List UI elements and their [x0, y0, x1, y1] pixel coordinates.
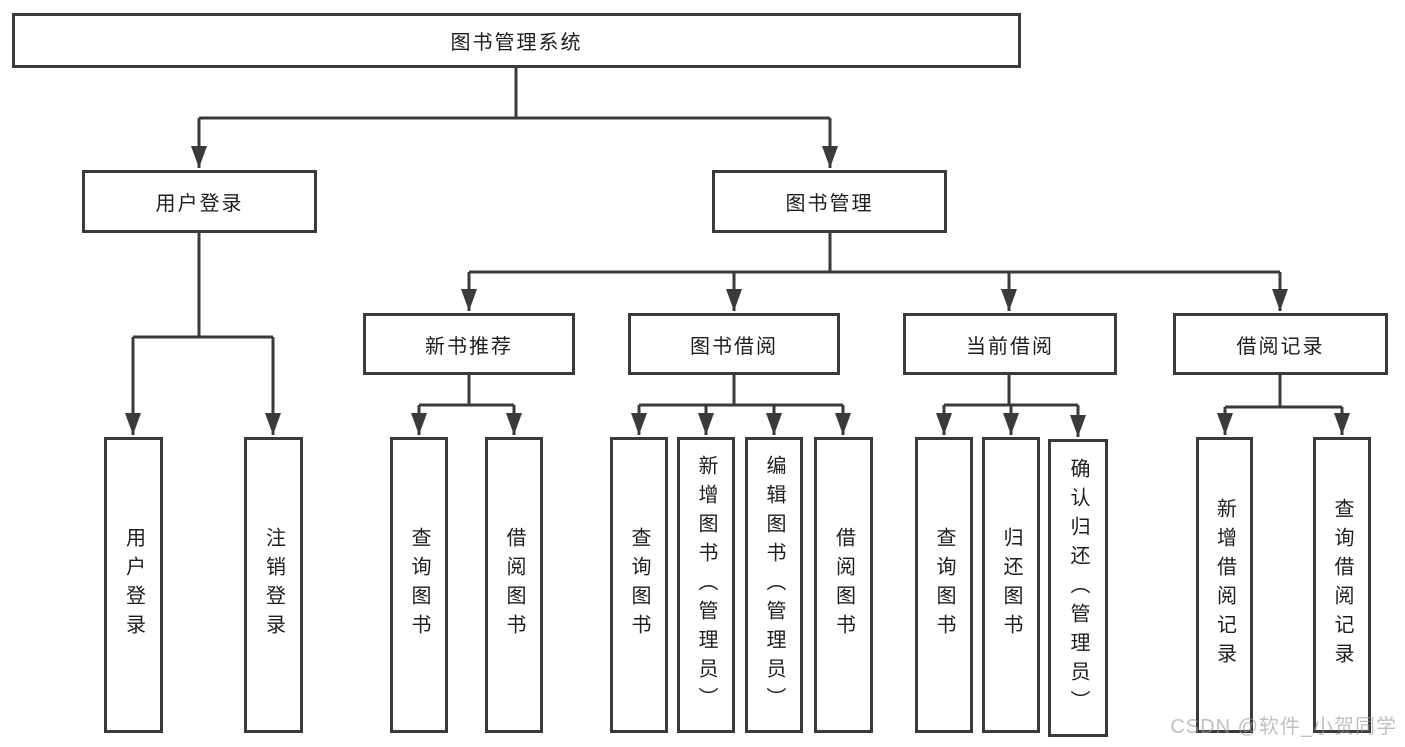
node-current-borrowing: 当前借阅 — [903, 313, 1117, 375]
leaf-add-book-admin-label: 新增图书（管理员） — [695, 454, 717, 716]
node-new-book-recommendation: 新书推荐 — [363, 313, 575, 375]
leaf-return-book-label: 归还图书 — [1000, 527, 1022, 643]
leaf-confirm-return-admin-label: 确认归还（管理员） — [1067, 457, 1089, 719]
node-book-management: 图书管理 — [712, 170, 947, 233]
leaf-edit-book-admin-label: 编辑图书（管理员） — [763, 454, 785, 716]
leaf-edit-book-admin: 编辑图书（管理员） — [745, 437, 803, 733]
csdn-watermark: CSDN @软件_小贺同学 — [1170, 716, 1397, 738]
leaf-return-book: 归还图书 — [982, 437, 1040, 733]
leaf-borrow-books-2: 借阅图书 — [814, 437, 873, 733]
leaf-query-books-1: 查询图书 — [390, 437, 448, 733]
leaf-query-books-2-label: 查询图书 — [628, 527, 650, 643]
leaf-query-books-1-label: 查询图书 — [408, 527, 430, 643]
leaf-borrow-books-2-label: 借阅图书 — [832, 527, 855, 643]
node-root-library-system: 图书管理系统 — [12, 13, 1021, 68]
leaf-borrow-books-1: 借阅图书 — [485, 437, 543, 733]
leaf-query-books-3: 查询图书 — [915, 437, 973, 733]
leaf-add-book-admin: 新增图书（管理员） — [677, 437, 735, 733]
leaf-query-books-2: 查询图书 — [610, 437, 668, 733]
leaf-query-borrow-record-label: 查询借阅记录 — [1331, 498, 1353, 672]
leaf-borrow-books-1-label: 借阅图书 — [503, 527, 525, 643]
leaf-confirm-return-admin: 确认归还（管理员） — [1048, 439, 1108, 737]
leaf-query-borrow-record: 查询借阅记录 — [1313, 437, 1371, 733]
node-book-borrowing: 图书借阅 — [628, 313, 840, 375]
leaf-logout-label: 注销登录 — [262, 527, 285, 643]
leaf-logout: 注销登录 — [244, 437, 303, 733]
node-user-login: 用户登录 — [82, 170, 317, 233]
leaf-query-books-3-label: 查询图书 — [933, 527, 955, 643]
leaf-user-login: 用户登录 — [104, 437, 163, 733]
leaf-add-borrow-record: 新增借阅记录 — [1196, 437, 1253, 733]
leaf-user-login-label: 用户登录 — [122, 527, 145, 643]
leaf-add-borrow-record-label: 新增借阅记录 — [1213, 498, 1236, 672]
node-borrowing-record: 借阅记录 — [1173, 313, 1388, 375]
